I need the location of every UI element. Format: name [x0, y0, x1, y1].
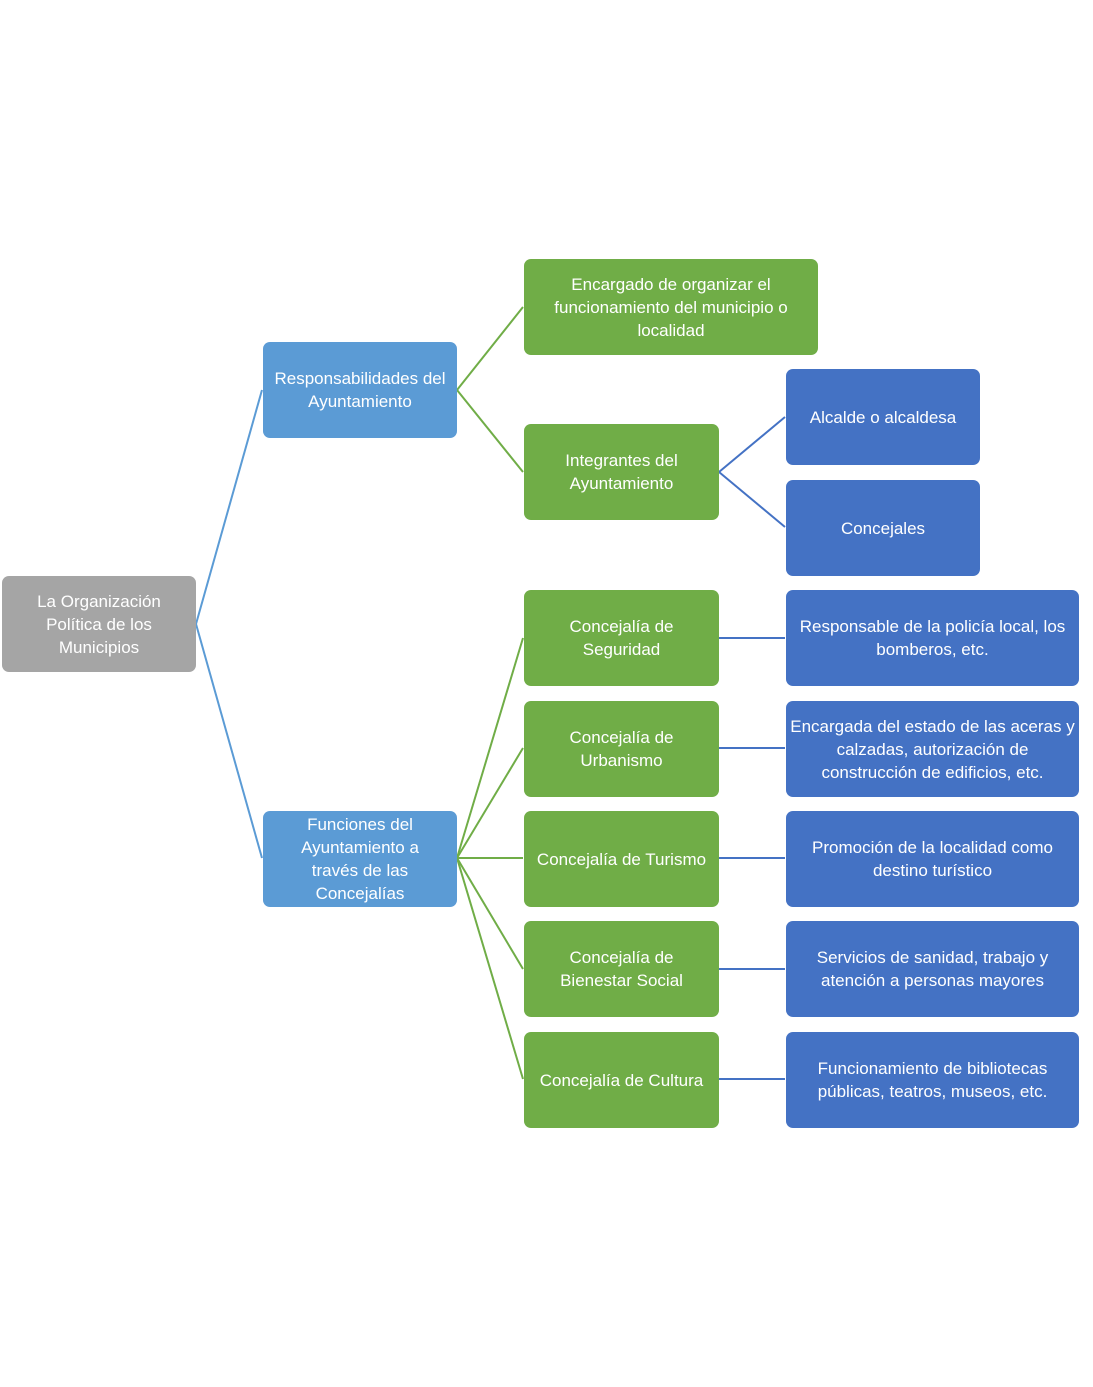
node-desc-cultura: Funcionamiento de bibliotecas públicas, …	[786, 1032, 1079, 1128]
root-node: La Organización Política de los Municipi…	[2, 576, 196, 672]
connector-responsabilidades-integrantes	[456, 389, 524, 473]
connector-root-responsabilidades	[195, 389, 263, 625]
node-desc-turismo-label: Promoción de la localidad como destino t…	[812, 838, 1053, 880]
node-desc-cultura-label: Funcionamiento de bibliotecas públicas, …	[817, 1059, 1048, 1101]
node-concejales-label: Concejales	[840, 518, 926, 538]
connector-integrantes-concejales	[718, 471, 786, 528]
connector-responsabilidades-encargado	[456, 306, 524, 391]
node-alcalde-label: Alcalde o alcaldesa	[809, 407, 957, 427]
connector-funciones-bienestar	[456, 857, 524, 970]
node-integrantes: Integrantes del Ayuntamiento	[524, 424, 719, 520]
node-integrantes-label: Integrantes del Ayuntamiento	[565, 451, 678, 493]
node-concejalia-urbanismo-label: Concejalía de Urbanismo	[569, 728, 674, 770]
node-concejalia-turismo: Concejalía de Turismo	[524, 811, 719, 907]
node-encargado-label: Encargado de organizar el funcionamiento…	[554, 274, 788, 340]
node-funciones: Funciones del Ayuntamiento a través de l…	[263, 811, 457, 907]
connector-root-funciones	[195, 623, 263, 859]
node-funciones-label: Funciones del Ayuntamiento a través de l…	[301, 815, 419, 903]
node-desc-urbanismo: Encargada del estado de las aceras y cal…	[786, 701, 1079, 797]
node-desc-bienestar-label: Servicios de sanidad, trabajo y atención…	[816, 948, 1049, 990]
root-node-label: La Organización Política de los Municipi…	[37, 591, 161, 657]
node-alcalde: Alcalde o alcaldesa	[786, 369, 980, 465]
node-encargado: Encargado de organizar el funcionamiento…	[524, 259, 818, 355]
node-concejalia-cultura-label: Concejalía de Cultura	[539, 1070, 704, 1090]
node-concejalia-seguridad: Concejalía de Seguridad	[524, 590, 719, 686]
connector-funciones-urbanismo	[456, 747, 524, 859]
node-desc-seguridad-label: Responsable de la policía local, los bom…	[799, 617, 1066, 659]
node-concejalia-bienestar-label: Concejalía de Bienestar Social	[560, 948, 683, 990]
node-concejalia-bienestar: Concejalía de Bienestar Social	[524, 921, 719, 1017]
node-concejalia-urbanismo: Concejalía de Urbanismo	[524, 701, 719, 797]
node-desc-urbanismo-label: Encargada del estado de las aceras y cal…	[790, 716, 1075, 782]
connector-funciones-cultura	[456, 857, 524, 1080]
node-concejales: Concejales	[786, 480, 980, 576]
connector-integrantes-alcalde	[718, 416, 786, 473]
node-concejalia-cultura: Concejalía de Cultura	[524, 1032, 719, 1128]
node-concejalia-turismo-label: Concejalía de Turismo	[536, 849, 707, 869]
node-concejalia-seguridad-label: Concejalía de Seguridad	[569, 617, 674, 659]
node-desc-seguridad: Responsable de la policía local, los bom…	[786, 590, 1079, 686]
node-responsabilidades: Responsabilidades del Ayuntamiento	[263, 342, 457, 438]
node-desc-turismo: Promoción de la localidad como destino t…	[786, 811, 1079, 907]
node-responsabilidades-label: Responsabilidades del Ayuntamiento	[274, 369, 446, 411]
node-desc-bienestar: Servicios de sanidad, trabajo y atención…	[786, 921, 1079, 1017]
connector-funciones-seguridad	[456, 637, 524, 859]
